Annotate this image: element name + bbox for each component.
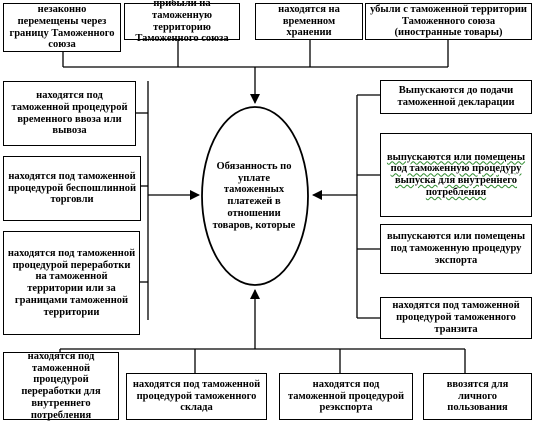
box-duty-free-trade: находятся под таможенной процедурой бесп… (3, 156, 141, 221)
box-export: выпускаются или помещены под таможенную … (380, 224, 532, 274)
box-arrived: прибыли на таможенную территорию Таможен… (124, 0, 240, 44)
box-release-domestic-consumption: выпускаются или помещены под таможенную … (380, 133, 532, 217)
box-temporary-import-export: находятся под таможенной процедурой врем… (3, 81, 136, 146)
box-personal-use: ввозятся для личного пользования (423, 373, 532, 420)
center-text: Обязанность по уплате таможенных платеже… (212, 160, 296, 231)
box-processing-domestic: находятся под таможенной процедурой пере… (3, 351, 119, 421)
box-transit: находятся под таможенной процедурой тамо… (380, 297, 532, 339)
box-departed: убыли с таможенной территории Таможенног… (365, 3, 532, 40)
box-reexport: находятся под таможенной процедурой реэк… (279, 373, 413, 420)
box-customs-warehouse: находятся под таможенной процедурой тамо… (126, 373, 267, 420)
center-ellipse (201, 106, 309, 286)
box-illegally-moved: незаконно перемещены через границу Тамож… (3, 3, 121, 52)
box-temporary-storage: находятся на временном хранении (255, 3, 363, 40)
box-released-before-declaration: Выпускаются до подачи таможенной деклара… (380, 80, 532, 114)
box-processing: находятся под таможенной процедурой пере… (3, 231, 140, 335)
